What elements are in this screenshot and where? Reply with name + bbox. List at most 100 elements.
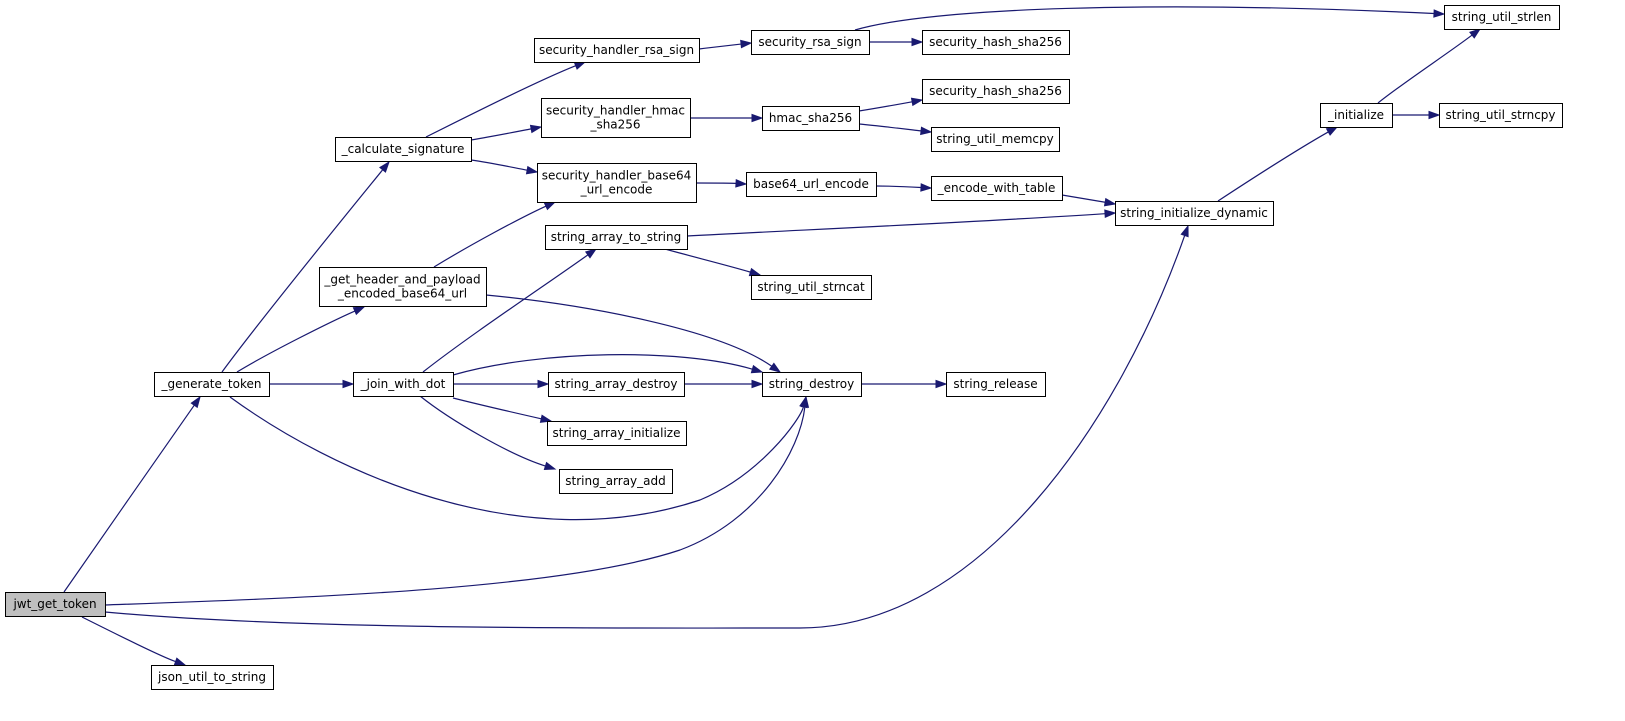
edge-line	[221, 169, 384, 373]
arrowhead	[573, 61, 587, 70]
edge-jwt_get_token-to-_generate_token	[63, 395, 201, 593]
edge-line	[236, 310, 356, 373]
node-security-hash-sha256-a[interactable]: security_hash_sha256	[922, 30, 1070, 55]
node-encode-with-table[interactable]: _encode_with_table	[931, 176, 1063, 201]
edge-security_rsa_sign-to-security_hash_sha256_a	[869, 37, 924, 47]
node-security-handler-hmac[interactable]: security_handler_hmac_sha256	[541, 98, 691, 138]
edge-_calculate_signature-to-security_handler_hmac	[470, 124, 543, 141]
edge-_join_with_dot-to-string_destroy	[452, 354, 764, 376]
node-box	[545, 225, 688, 250]
node-join-with-dot[interactable]: _join_with_dot	[353, 372, 454, 397]
node-label: _sha256	[589, 118, 640, 132]
arrowhead	[342, 379, 355, 389]
node-string-util-strncpy[interactable]: string_util_strncpy	[1439, 103, 1563, 128]
node-label: _generate_token	[161, 377, 262, 391]
node-label: security_handler_rsa_sign	[539, 43, 694, 57]
node-security-hash-sha256-b[interactable]: security_hash_sha256	[922, 79, 1070, 104]
node-box	[154, 372, 270, 397]
arrowhead	[910, 97, 924, 107]
edge-line	[858, 123, 922, 132]
edge-_get_header_and_payload-to-string_destroy	[485, 294, 782, 373]
arrowhead	[173, 657, 187, 666]
node-box	[762, 372, 862, 397]
node-string-array-destroy[interactable]: string_array_destroy	[548, 372, 685, 397]
edge-line	[485, 294, 773, 367]
arrowhead	[799, 395, 808, 409]
edge-string_destroy-to-string_release	[860, 379, 948, 389]
node-label: security_hash_sha256	[929, 84, 1062, 98]
edge-line	[422, 254, 589, 373]
edge-jwt_get_token-to-string_initialize_dynamic	[104, 224, 1189, 629]
arrowhead	[735, 179, 748, 188]
node-label: security_handler_base64	[542, 169, 692, 183]
arrowhead	[935, 379, 948, 389]
edge-line	[854, 6, 1435, 31]
node-string-array-initialize[interactable]: string_array_initialize	[547, 421, 687, 446]
edge-line	[1377, 34, 1473, 104]
node-box	[762, 106, 860, 131]
node-box	[534, 38, 700, 63]
edge-security_handler_hmac-to-hmac_sha256	[690, 113, 764, 123]
arrowhead	[1180, 224, 1189, 238]
node-string-array-to-string[interactable]: string_array_to_string	[545, 225, 688, 250]
edge-line	[875, 185, 922, 189]
edge-line	[1217, 131, 1329, 202]
node-box	[1439, 103, 1563, 128]
node-string-util-strncat[interactable]: string_util_strncat	[751, 275, 872, 300]
node-string-initialize-dynamic[interactable]: string_initialize_dynamic	[1115, 201, 1274, 226]
node-box	[1320, 103, 1393, 128]
node-jwt-get-token[interactable]: jwt_get_token	[5, 592, 106, 617]
node-box	[1444, 5, 1560, 30]
edge-line	[1061, 194, 1106, 203]
node-hmac-sha256[interactable]: hmac_sha256	[762, 106, 860, 131]
node-initialize[interactable]: _initialize	[1320, 103, 1393, 128]
node-box	[922, 79, 1070, 104]
edge-_join_with_dot-to-string_array_destroy	[452, 379, 550, 389]
arrowhead	[751, 379, 764, 389]
arrowhead	[584, 248, 598, 259]
edge-_generate_token-to-_calculate_signature	[221, 160, 390, 373]
node-box	[931, 176, 1063, 201]
arrowhead	[751, 113, 764, 123]
node-string-release[interactable]: string_release	[946, 372, 1046, 397]
edge-line	[229, 396, 805, 521]
arrowhead	[1103, 197, 1117, 207]
node-generate-token[interactable]: _generate_token	[154, 372, 270, 397]
edge-_generate_token-to-string_destroy	[229, 395, 808, 521]
edge-hmac_sha256-to-string_util_memcpy	[858, 123, 933, 136]
node-label: _encoded_base64_url	[337, 287, 467, 301]
node-label: _url_encode	[580, 183, 653, 197]
node-label: security_hash_sha256	[929, 35, 1062, 49]
edge-_join_with_dot-to-string_array_initialize	[452, 397, 553, 423]
node-label: string_util_memcpy	[936, 132, 1054, 146]
node-security-handler-base64[interactable]: security_handler_base64_url_encode	[537, 163, 697, 203]
node-calculate-signature[interactable]: _calculate_signature	[335, 137, 472, 162]
node-label: security_rsa_sign	[758, 35, 861, 49]
arrowhead	[920, 126, 933, 136]
node-label: string_destroy	[769, 377, 855, 391]
node-string-util-memcpy[interactable]: string_util_memcpy	[931, 127, 1060, 152]
edge-line	[452, 354, 753, 376]
node-label: _calculate_signature	[341, 142, 465, 156]
arrowhead	[529, 124, 543, 134]
node-label: string_release	[953, 377, 1037, 391]
node-security-handler-rsa-sign[interactable]: security_handler_rsa_sign	[534, 38, 700, 63]
edge-line	[104, 406, 806, 606]
node-label: _initialize	[1327, 108, 1384, 122]
node-box	[931, 127, 1060, 152]
node-string-array-add[interactable]: string_array_add	[559, 469, 673, 494]
node-label: hmac_sha256	[769, 111, 852, 125]
node-box	[547, 421, 687, 446]
edge-string_array_destroy-to-string_destroy	[683, 379, 764, 389]
edge-string_initialize_dynamic-to-_initialize	[1217, 126, 1339, 202]
arrowhead	[748, 267, 762, 277]
node-json-util-to-string[interactable]: json_util_to_string	[151, 665, 274, 690]
node-string-destroy[interactable]: string_destroy	[762, 372, 862, 397]
arrowhead	[768, 362, 782, 373]
node-security-rsa-sign[interactable]: security_rsa_sign	[751, 30, 870, 55]
node-box	[5, 592, 106, 617]
node-string-util-strlen[interactable]: string_util_strlen	[1444, 5, 1560, 30]
node-get-header-and-payload[interactable]: _get_header_and_payload_encoded_base64_u…	[319, 267, 487, 307]
call-edges	[63, 6, 1482, 666]
node-base64-url-encode[interactable]: base64_url_encode	[746, 172, 877, 197]
